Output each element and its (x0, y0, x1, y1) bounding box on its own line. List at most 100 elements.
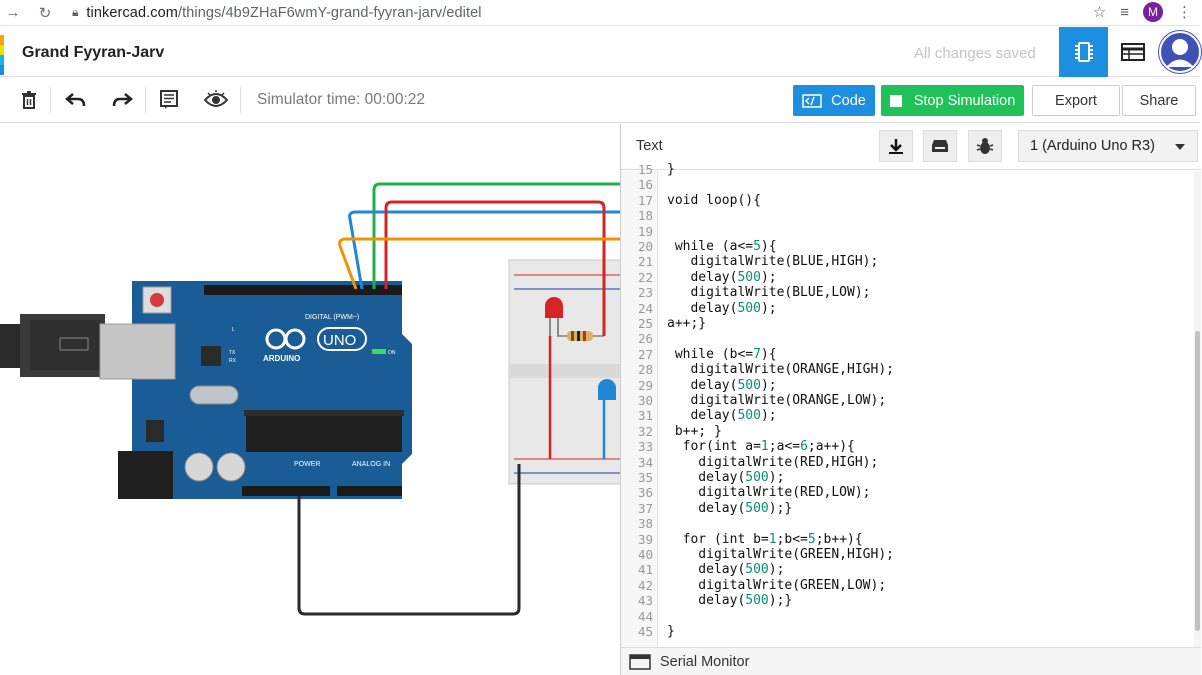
line-number-gutter (621, 171, 658, 647)
code-line[interactable]: 21 digitalWrite(BLUE,HIGH); (621, 254, 1195, 269)
analog-label: ANALOG IN (352, 461, 390, 468)
code-line[interactable]: 30 digitalWrite(ORANGE,LOW); (621, 393, 1195, 408)
wire-red[interactable] (384, 200, 606, 336)
stop-icon (889, 94, 902, 107)
code-text: b++; } (667, 423, 722, 439)
delete-button[interactable] (18, 89, 40, 111)
browser-menu-icon[interactable]: ⋮ (1177, 4, 1192, 21)
reading-list-icon[interactable]: ≡ (1120, 3, 1129, 21)
wire-green[interactable] (372, 182, 620, 289)
code-scrollbar[interactable] (1194, 171, 1201, 647)
code-line[interactable]: 43 delay(500);} (621, 593, 1195, 608)
line-number: 45 (637, 624, 653, 639)
profile-avatar[interactable]: M (1143, 2, 1163, 22)
code-text: digitalWrite(ORANGE,HIGH); (667, 362, 894, 378)
usb-b-port (99, 323, 176, 380)
line-number: 26 (637, 331, 653, 347)
analog-header (337, 486, 402, 496)
debugger-button[interactable] (968, 130, 1002, 162)
code-line[interactable]: 19 (621, 224, 1195, 239)
code-line[interactable]: 26 (621, 331, 1195, 346)
line-number: 21 (637, 254, 653, 270)
code-line[interactable]: 44 (621, 609, 1195, 624)
power-header (242, 486, 330, 496)
circuit-canvas[interactable]: ARDUINO UNO DIGITAL (PWM~) POWER ANALOG … (0, 124, 630, 675)
visibility-button[interactable] (203, 89, 229, 111)
code-line[interactable]: 39 for (int b=1;b<=5;b++){ (621, 532, 1195, 547)
line-number: 37 (637, 500, 653, 516)
line-number: 25 (637, 316, 653, 331)
code-mode-selector[interactable]: Text (636, 138, 663, 154)
device-select[interactable]: 1 (Arduino Uno R3) (1018, 130, 1198, 162)
code-line[interactable]: 45} (621, 624, 1195, 639)
code-text: for(int a=1;a<=6;a++){ (667, 439, 855, 455)
notes-button[interactable] (158, 89, 180, 111)
code-text: digitalWrite(BLUE,HIGH); (667, 254, 879, 270)
line-number: 42 (637, 577, 653, 593)
arduino-uno-board[interactable]: ARDUINO UNO DIGITAL (PWM~) POWER ANALOG … (99, 281, 412, 499)
code-button[interactable]: Code (793, 85, 875, 116)
code-line[interactable]: 42 digitalWrite(GREEN,LOW); (621, 578, 1195, 593)
code-line[interactable]: 27 while (b<=7){ (621, 347, 1195, 362)
code-line[interactable]: 36 digitalWrite(RED,LOW); (621, 485, 1195, 500)
code-line[interactable]: 32 b++; } (621, 424, 1195, 439)
code-line[interactable]: 24 delay(500); (621, 301, 1195, 316)
back-icon[interactable]: → (5, 4, 21, 21)
line-number: 17 (637, 192, 653, 208)
breadboard[interactable] (508, 259, 630, 485)
code-line[interactable]: 38 (621, 516, 1195, 531)
code-line[interactable]: 16 (621, 177, 1195, 192)
on-led (372, 349, 386, 354)
code-icon (802, 93, 822, 108)
blue-led[interactable] (598, 379, 616, 400)
redo-button[interactable] (111, 89, 133, 111)
design-title[interactable]: Grand Fyyran-Jarv (22, 44, 165, 61)
usb-cable[interactable] (0, 314, 105, 377)
reset-button[interactable] (142, 286, 172, 314)
code-line[interactable]: 22 delay(500); (621, 270, 1195, 285)
resistor[interactable] (557, 331, 604, 341)
circuit-view-button[interactable] (1059, 27, 1108, 77)
code-line[interactable]: 33 for(int a=1;a<=6;a++){ (621, 439, 1195, 454)
code-line[interactable]: 31 delay(500); (621, 408, 1195, 423)
wire-blue[interactable] (348, 210, 620, 290)
serial-monitor-bar[interactable]: Serial Monitor (621, 647, 1201, 675)
code-line[interactable]: 15} (621, 162, 1195, 177)
code-text: delay(500);} (667, 593, 793, 609)
code-line[interactable]: 28 digitalWrite(ORANGE,HIGH); (621, 362, 1195, 377)
red-led[interactable] (545, 297, 563, 336)
download-code-button[interactable] (879, 130, 913, 162)
component-list-button[interactable] (1110, 27, 1156, 77)
export-button[interactable]: Export (1032, 85, 1120, 116)
tinkercad-logo[interactable] (0, 35, 4, 75)
code-text: } (667, 162, 675, 177)
code-line[interactable]: 23 digitalWrite(BLUE,LOW); (621, 285, 1195, 300)
stop-simulation-button[interactable]: Stop Simulation (881, 85, 1024, 116)
tx-label: TX (229, 350, 236, 356)
undo-button[interactable] (65, 89, 87, 111)
circuit-workplane[interactable]: ARDUINO UNO DIGITAL (PWM~) POWER ANALOG … (0, 124, 630, 675)
upload-button[interactable] (923, 130, 957, 162)
share-button[interactable]: Share (1122, 85, 1196, 116)
lock-icon[interactable]: 🔒︎ (72, 5, 79, 19)
scrollbar-thumb[interactable] (1195, 331, 1200, 631)
library-icon (932, 140, 948, 152)
code-line[interactable]: 41 delay(500); (621, 562, 1195, 577)
code-line[interactable]: 18 (621, 208, 1195, 223)
address-bar[interactable]: tinkercad.com/things/4b9ZHaF6wmY-grand-f… (86, 5, 481, 21)
code-line[interactable]: 20 while (a<=5){ (621, 239, 1195, 254)
code-line[interactable]: 37 delay(500);} (621, 501, 1195, 516)
code-line[interactable]: 34 digitalWrite(RED,HIGH); (621, 455, 1195, 470)
user-avatar[interactable] (1158, 30, 1202, 74)
code-line[interactable]: 40 digitalWrite(GREEN,HIGH); (621, 547, 1195, 562)
bookmark-star-icon[interactable]: ☆ (1092, 4, 1107, 21)
wire-ground[interactable] (297, 464, 521, 616)
redo-icon (112, 93, 133, 107)
code-line[interactable]: 35 delay(500); (621, 470, 1195, 485)
wire-orange[interactable] (338, 237, 620, 290)
code-line[interactable]: 29 delay(500); (621, 378, 1195, 393)
reload-icon[interactable]: ↻ (38, 4, 52, 22)
